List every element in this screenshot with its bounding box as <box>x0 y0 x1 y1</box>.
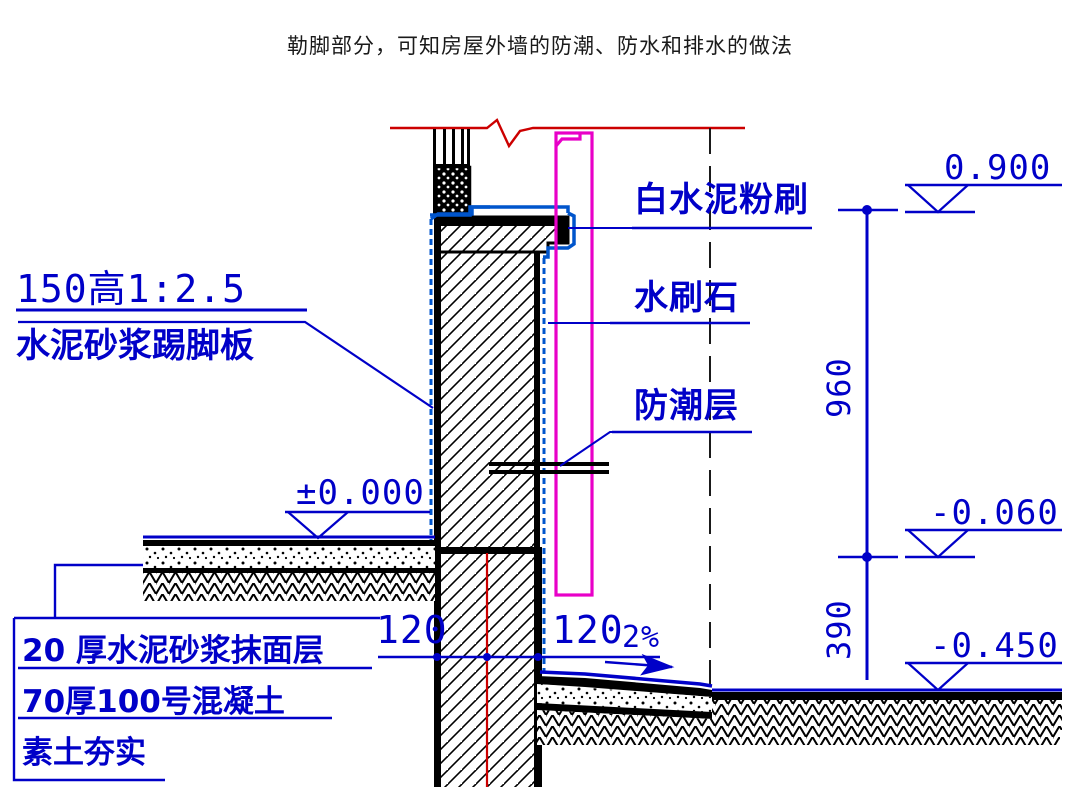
finish-top-label: 白水泥粉刷 <box>634 180 809 220</box>
elevation-marker-zero <box>285 510 430 540</box>
elevation-marker-minus0060 <box>905 528 1062 559</box>
floor-layer-3-label: 素土夯实 <box>22 735 146 771</box>
vertical-dimension-lower-label: 390 <box>820 599 858 660</box>
elevation-apron-bottom-label: -0.450 <box>930 626 1059 666</box>
elevation-marker-0900 <box>905 183 1062 214</box>
damp-proof-course <box>489 462 609 474</box>
plaster-render-layer <box>429 205 576 672</box>
apron-drainage-slope <box>537 670 1062 745</box>
interior-floor-layers <box>143 535 435 601</box>
leader-lines-right <box>548 227 812 467</box>
wall-outline <box>434 217 542 787</box>
vertical-dimension-chain <box>838 205 898 680</box>
brick-wall-section <box>440 217 548 787</box>
plinth-cornice <box>440 215 570 254</box>
skirting-material-label: 水泥砂浆踢脚板 <box>16 326 254 366</box>
finish-mid-label: 水刷石 <box>634 278 739 318</box>
elevation-marker-minus0450 <box>905 661 1062 692</box>
page-title: 勒脚部分，可知房屋外墙的防潮、防水和排水的做法 <box>287 34 793 58</box>
elevation-ground-floor-label: ±0.000 <box>296 473 425 513</box>
slope-arrow-icon <box>604 653 675 676</box>
damp-proof-label: 防潮层 <box>634 386 739 426</box>
slope-label: 2% <box>622 620 661 655</box>
wall-thickness-right-label: 120 <box>552 608 624 652</box>
wall-thickness-left-label: 120 <box>376 608 448 652</box>
wall-thickness-dimension <box>378 653 660 661</box>
floor-layers-callout-bracket <box>12 563 380 782</box>
right-label-underlines <box>610 226 812 434</box>
window-sill-detail <box>433 129 472 219</box>
break-line-icon <box>390 118 745 149</box>
vertical-dimension-upper-label: 960 <box>820 357 858 418</box>
elevation-top-label: 0.900 <box>944 148 1052 188</box>
floor-layer-1-label: 20 厚水泥砂浆抹面层 <box>22 633 324 669</box>
elevation-apron-top-label: -0.060 <box>930 493 1059 533</box>
floor-layer-2-label: 70厚100号混凝土 <box>22 684 285 720</box>
leader-line-skirting <box>18 320 434 409</box>
skirting-spec-label: 150高1:2.5 <box>16 267 247 311</box>
waterproof-membrane <box>554 131 594 597</box>
